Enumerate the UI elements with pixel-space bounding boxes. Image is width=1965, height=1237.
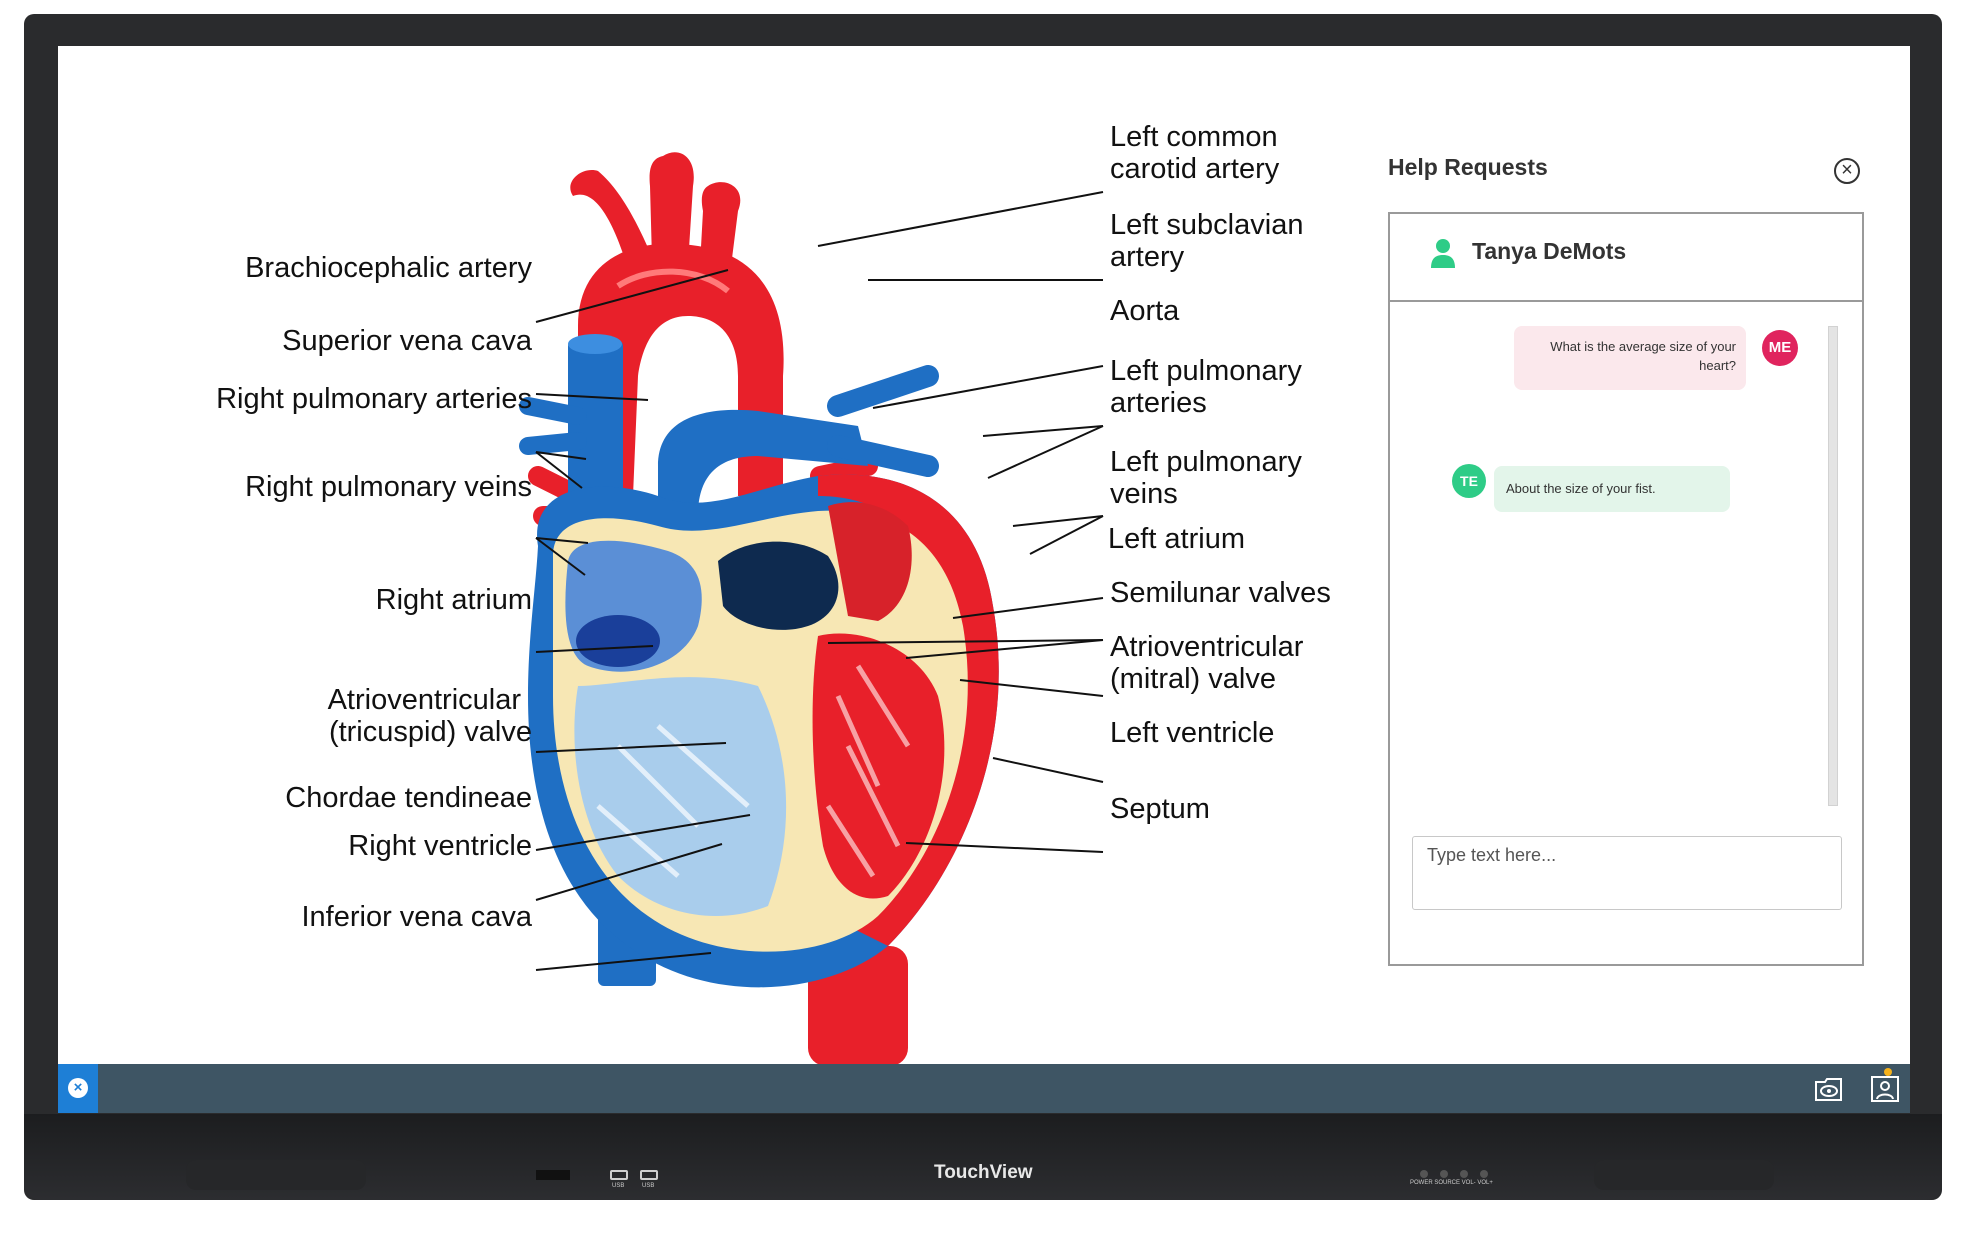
label-left-pulm-arteries-2: arteries: [1110, 387, 1207, 419]
chat-header: Tanya DeMots: [1390, 214, 1862, 302]
brand-logo: TouchView: [934, 1162, 1033, 1183]
person-icon: [1431, 239, 1455, 268]
screen: Left common carotid artery Left subclavi…: [58, 46, 1910, 1113]
close-icon: ×: [1841, 159, 1853, 181]
taskbar-close-button[interactable]: ×: [58, 1064, 98, 1113]
label-left-common-carotid-1: Left common: [1110, 121, 1278, 153]
usb-label-2: USB: [642, 1183, 655, 1189]
label-right-pulm-veins: Right pulmonary veins: [245, 471, 532, 503]
label-aorta: Aorta: [1110, 295, 1180, 327]
message-bubble-me: What is the average size of your heart?: [1514, 326, 1746, 390]
label-mitral-2: (mitral) valve: [1110, 663, 1276, 695]
label-right-atrium: Right atrium: [376, 584, 532, 616]
label-tricuspid-2: (tricuspid) valve: [329, 716, 532, 748]
chat-user-name: Tanya DeMots: [1472, 238, 1627, 264]
heart-body-graphic: [528, 474, 999, 988]
label-septum: Septum: [1110, 793, 1210, 825]
close-panel-button[interactable]: ×: [1834, 158, 1860, 184]
label-superior-vena-cava: Superior vena cava: [282, 325, 533, 357]
label-left-common-carotid-2: carotid artery: [1110, 153, 1280, 185]
label-mitral-1: Atrioventricular: [1110, 631, 1304, 663]
label-brachiocephalic: Brachiocephalic artery: [245, 252, 532, 284]
label-left-atrium: Left atrium: [1108, 523, 1245, 555]
label-left-subclavian-1: Left subclavian: [1110, 209, 1303, 241]
label-left-pulm-veins-1: Left pulmonary: [1110, 446, 1302, 478]
buttons-label: POWER SOURCE VOL- VOL+: [1410, 1180, 1493, 1186]
label-left-pulm-veins-2: veins: [1110, 478, 1178, 510]
help-requests-title: Help Requests: [1388, 154, 1548, 180]
label-tricuspid-1: Atrioventricular: [328, 684, 522, 716]
chat-window: Tanya DeMots What is the average size of…: [1388, 212, 1864, 966]
speaker-grille-right: [1594, 1160, 1774, 1190]
message-bubble-te: About the size of your fist.: [1494, 466, 1730, 512]
speaker-grille-left: [186, 1160, 366, 1190]
label-left-subclavian-2: artery: [1110, 241, 1185, 273]
volume-down-button[interactable]: [1460, 1170, 1468, 1178]
close-circle-icon: ×: [68, 1078, 88, 1098]
avatar-te: TE: [1452, 464, 1486, 498]
label-chordae: Chordae tendineae: [285, 782, 532, 814]
label-right-ventricle: Right ventricle: [348, 830, 532, 862]
notification-dot: [1884, 1068, 1892, 1076]
usb-port-1: [610, 1170, 628, 1180]
heart-diagram: Left common carotid artery Left subclavi…: [216, 121, 1331, 1066]
taskbar: ×: [58, 1064, 1910, 1113]
chat-scrollbar[interactable]: [1828, 326, 1838, 806]
ir-sensor: [536, 1170, 570, 1180]
label-semilunar-valves: Semilunar valves: [1110, 577, 1331, 609]
label-left-pulm-arteries-1: Left pulmonary: [1110, 355, 1302, 387]
volume-up-button[interactable]: [1480, 1170, 1488, 1178]
power-button[interactable]: [1420, 1170, 1428, 1178]
leader-lines: [535, 191, 1104, 971]
message-input[interactable]: [1412, 836, 1842, 910]
user-frame-icon[interactable]: [1870, 1074, 1900, 1104]
usb-label-1: USB: [612, 1183, 625, 1189]
folder-eye-icon[interactable]: [1814, 1074, 1844, 1104]
label-left-ventricle: Left ventricle: [1110, 717, 1274, 749]
label-inferior-vena-cava: Inferior vena cava: [301, 901, 532, 933]
source-button[interactable]: [1440, 1170, 1448, 1178]
avatar-me: ME: [1762, 330, 1798, 366]
label-right-pulm-arteries: Right pulmonary arteries: [216, 383, 532, 415]
usb-port-2: [640, 1170, 658, 1180]
